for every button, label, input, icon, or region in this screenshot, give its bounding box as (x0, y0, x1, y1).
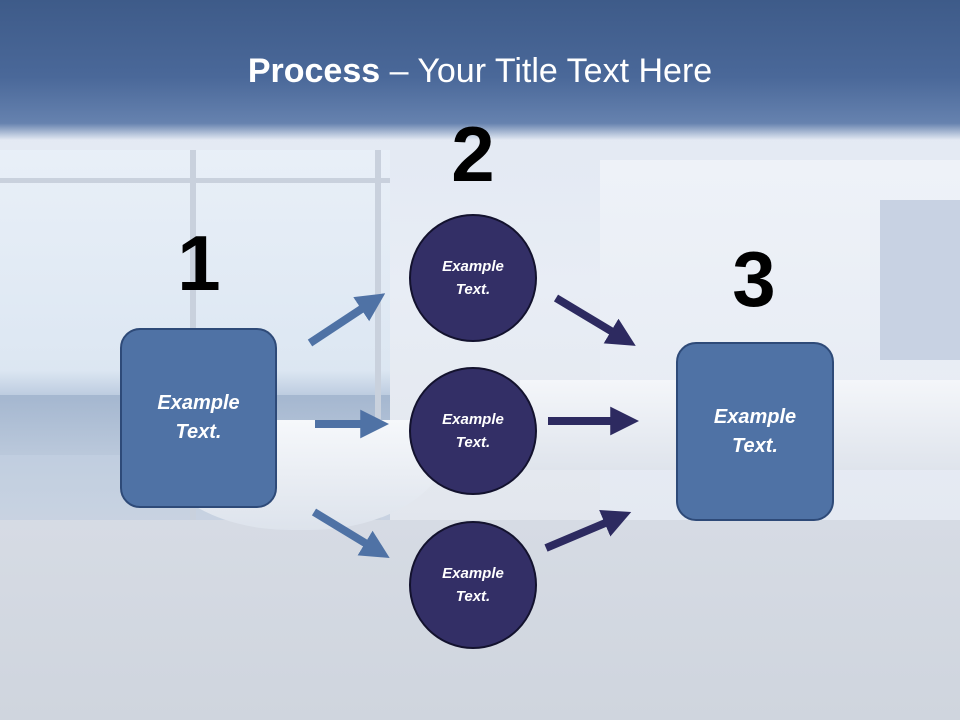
step-1-number: 1 (177, 219, 221, 307)
step-3-box[interactable]: Example Text. (676, 342, 834, 521)
circle-text-line2: Text. (455, 588, 491, 605)
step-3-number: 3 (732, 235, 776, 323)
step-1-text: Example Text. (144, 389, 254, 447)
arrow-2-to-3-top (553, 294, 636, 346)
step-2-circle-bottom-text: Example Text. (428, 562, 518, 608)
step-1-text-line2: Text. (175, 421, 222, 443)
slide-title: Process – Your Title Text Here (0, 52, 960, 91)
step-2-circle-middle-text: Example Text. (428, 408, 518, 454)
circle-text-line1: Example (442, 565, 504, 582)
step-2-circle-bottom[interactable]: Example Text. (409, 521, 537, 649)
step-3-text-line1: Example (713, 405, 797, 428)
window-frame (0, 178, 390, 183)
circle-text-line2: Text. (455, 434, 491, 451)
title-rest: – Your Title Text Here (380, 52, 713, 90)
background-cabinet (880, 200, 960, 360)
circle-text-line2: Text. (455, 281, 491, 298)
step-2-circle-top[interactable]: Example Text. (409, 214, 537, 342)
circle-text-line1: Example (442, 411, 504, 428)
step-2-number: 2 (451, 110, 495, 198)
step-3-text-line2: Text. (732, 434, 778, 457)
window-frame (375, 150, 381, 540)
arrow-1-to-2-top (307, 293, 386, 347)
step-2-circle-top-text: Example Text. (428, 255, 518, 301)
title-band (0, 0, 960, 140)
step-1-text-line1: Example (157, 392, 240, 414)
step-1-box[interactable]: Example Text. (120, 328, 277, 508)
circle-text-line1: Example (442, 258, 504, 275)
arrow-2-to-3-bottom (544, 509, 632, 552)
step-2-circle-middle[interactable]: Example Text. (409, 367, 537, 495)
title-bold: Process (247, 52, 381, 90)
step-3-text: Example Text. (700, 403, 810, 461)
arrow-1-to-2-bottom (311, 508, 390, 558)
